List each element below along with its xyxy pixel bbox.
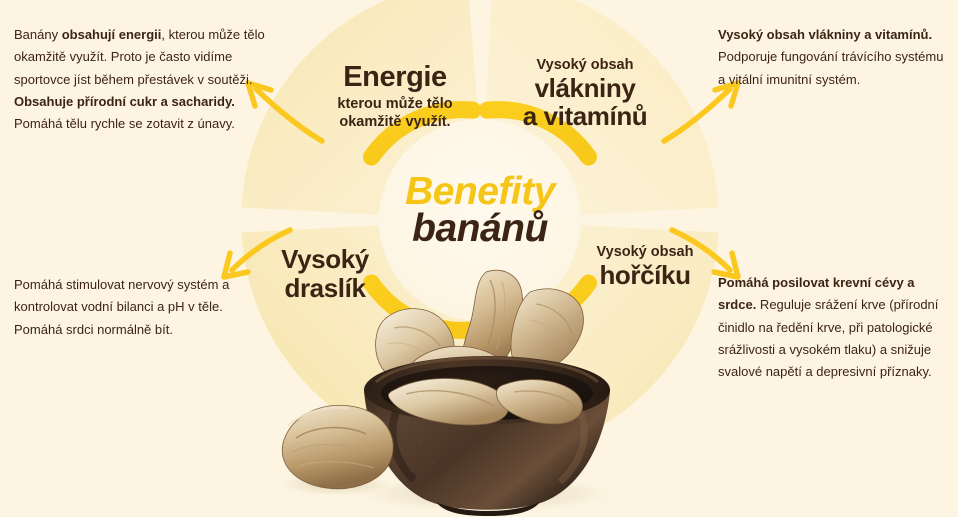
segment-label-draslik: Vysoký draslík [255, 245, 395, 302]
center-title: Benefity banánů [360, 170, 600, 250]
callout-bl-body: Pomáhá stimulovat nervový systém a kontr… [14, 277, 230, 337]
callout-tl-bold1: obsahují energii [61, 27, 162, 42]
segment-vlakniny-shape[interactable] [480, 0, 719, 220]
curved-arrow-up-right-icon [661, 80, 741, 144]
segment-draslik-title: Vysoký draslík [281, 244, 369, 303]
ring-arc-top-left [363, 101, 482, 166]
callout-top-left: Banány obsahují energii, kterou může těl… [14, 24, 266, 136]
segment-label-energie: Energie kterou může tělo okamžitě využít… [310, 62, 480, 131]
segment-vlakniny-title: vlákniny a vitamínů [522, 73, 648, 132]
segment-horciku-title: hořčíku [599, 260, 691, 291]
segment-energie-subtitle: kterou může tělo okamžitě využít. [337, 96, 453, 131]
callout-tr-bold: Vysoký obsah vlákniny a vitamínů. [718, 27, 933, 42]
center-title-line1: Benefity [405, 170, 555, 213]
callout-tr-body: Podporuje fungování trávícího systému a … [718, 49, 944, 87]
segment-horciku-eyebrow: Vysoký obsah [596, 244, 694, 260]
callout-br-bold: Pomáhá posilovat krevní cévy a srdce. [718, 275, 915, 313]
segment-label-horciku: Vysoký obsah hořčíku [575, 244, 715, 291]
segment-energie-shape[interactable] [241, 0, 481, 220]
center-title-line2: banánů [412, 206, 548, 250]
callout-top-right: Vysoký obsah vlákniny a vitamínů. Podpor… [718, 24, 950, 91]
callout-br-body: Reguluje srážení krve (přírodní činidlo … [718, 297, 939, 380]
curved-arrow-down-right-icon [669, 227, 741, 280]
callout-tl-bold2: Obsahuje přírodní cukr a sacharidy. [14, 94, 235, 110]
segment-label-vlakniny: Vysoký obsah vlákniny a vitamínů [495, 57, 675, 132]
ring-arc-top-right [478, 101, 597, 166]
dried-banana-pieces-in-bowl [387, 378, 583, 426]
segment-vlakniny-eyebrow: Vysoký obsah [536, 57, 634, 73]
callout-tl-tail: Pomáhá tělu rychle se zotavit z únavy. [14, 116, 235, 132]
curved-arrow-up-left-icon [245, 80, 325, 144]
callout-tl-lead: Banány [14, 27, 62, 42]
bowl-of-dried-banana-chips-photo [274, 269, 626, 516]
segment-energie-title: Energie [343, 61, 447, 93]
loose-banana-chip [282, 404, 394, 490]
callout-tl-body: , kterou může tělo okamžitě využít. Prot… [14, 27, 265, 87]
callout-bottom-right: Pomáhá posilovat krevní cévy a srdce. Re… [718, 272, 952, 384]
wheel-center-disc [379, 119, 581, 321]
callout-bottom-left: Pomáhá stimulovat nervový systém a kontr… [14, 274, 262, 341]
curved-arrow-down-left-icon [221, 227, 293, 280]
